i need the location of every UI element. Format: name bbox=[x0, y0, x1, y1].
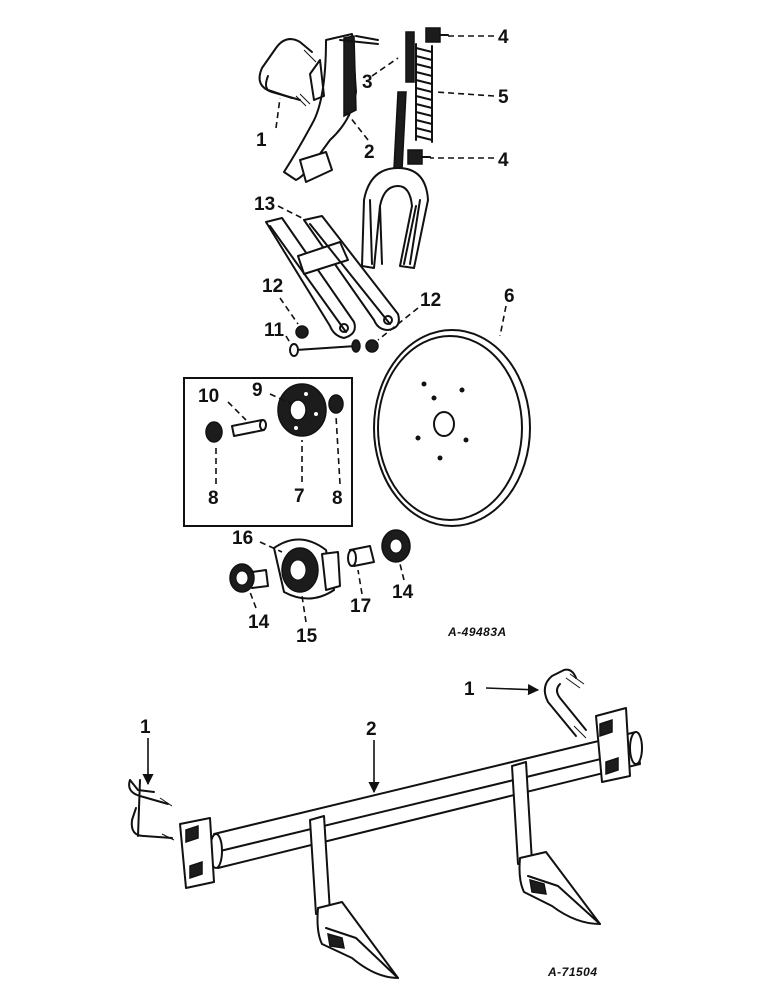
callout-14-left: 14 bbox=[248, 612, 270, 633]
callout-3: 3 bbox=[362, 72, 373, 93]
hub-part-7 bbox=[277, 383, 327, 437]
nut-part-12-left bbox=[295, 325, 309, 339]
u-bolt-right-part-1 bbox=[543, 668, 587, 739]
spring-part-5 bbox=[415, 43, 433, 143]
callout-17: 17 bbox=[350, 596, 371, 617]
callout-6: 6 bbox=[504, 286, 515, 307]
callout-16: 16 bbox=[232, 528, 253, 549]
u-bolt-left-part-1 bbox=[128, 779, 175, 841]
nut-part-4-top bbox=[425, 27, 449, 43]
callout-15: 15 bbox=[296, 626, 318, 647]
coulter-disc-part-6 bbox=[373, 329, 531, 527]
callout-4-top: 4 bbox=[498, 27, 509, 48]
callout-lower-1-left: 1 bbox=[140, 717, 151, 738]
washer-part-8-left bbox=[205, 421, 223, 443]
callout-13: 13 bbox=[254, 194, 275, 215]
callout-4-bottom: 4 bbox=[498, 150, 509, 171]
lower-callouts: 1 1 2 bbox=[140, 679, 475, 740]
pin-part-10 bbox=[231, 419, 267, 437]
callout-2: 2 bbox=[364, 142, 375, 163]
callout-7: 7 bbox=[294, 486, 305, 507]
shank-shoe-left bbox=[309, 815, 399, 979]
shank-part-2 bbox=[283, 33, 379, 183]
upper-callouts: 1 2 3 4 5 4 13 12 11 12 6 10 9 8 7 8 16 … bbox=[198, 27, 515, 647]
callout-14-right: 14 bbox=[392, 582, 414, 603]
shank-shoe-right bbox=[511, 761, 601, 925]
bearing-part-14-right bbox=[381, 529, 411, 563]
nut-part-4-bottom bbox=[407, 149, 431, 165]
callout-12-right: 12 bbox=[420, 290, 441, 311]
hub-part-15 bbox=[273, 538, 341, 600]
upper-assembly: 1 2 3 4 5 4 13 12 11 12 6 10 9 8 7 8 16 … bbox=[183, 27, 531, 647]
figure-id-lower: A-71504 bbox=[547, 965, 598, 979]
nut-part-12-right bbox=[365, 339, 379, 353]
callout-5: 5 bbox=[498, 87, 509, 108]
callout-10: 10 bbox=[198, 386, 219, 407]
bearing-part-14-left bbox=[229, 563, 269, 593]
callout-8-right: 8 bbox=[332, 488, 343, 509]
toolbar-beam-part-2 bbox=[209, 731, 643, 869]
hub-sub-assembly-box bbox=[183, 377, 353, 527]
lower-leaders bbox=[142, 684, 540, 794]
link-bars-part-13 bbox=[265, 215, 400, 339]
bracket-left bbox=[179, 817, 215, 889]
u-bolt-part-1 bbox=[258, 38, 317, 107]
callout-12-left: 12 bbox=[262, 276, 283, 297]
callout-lower-2: 2 bbox=[366, 719, 377, 740]
washer-part-8-right bbox=[328, 394, 344, 414]
callout-9: 9 bbox=[252, 380, 263, 401]
upper-leaders bbox=[215, 35, 507, 623]
bracket-right bbox=[595, 707, 631, 783]
callout-1: 1 bbox=[256, 130, 267, 151]
callout-11: 11 bbox=[264, 320, 285, 341]
clevis-fork bbox=[361, 167, 429, 269]
spacer-part-17 bbox=[347, 545, 375, 567]
lower-assembly: 1 1 2 A-71504 bbox=[128, 668, 643, 979]
callout-8-left: 8 bbox=[208, 488, 219, 509]
callout-lower-1-right: 1 bbox=[464, 679, 475, 700]
figure-id-upper: A-49483A bbox=[447, 625, 507, 639]
bolt-part-11 bbox=[289, 339, 361, 357]
